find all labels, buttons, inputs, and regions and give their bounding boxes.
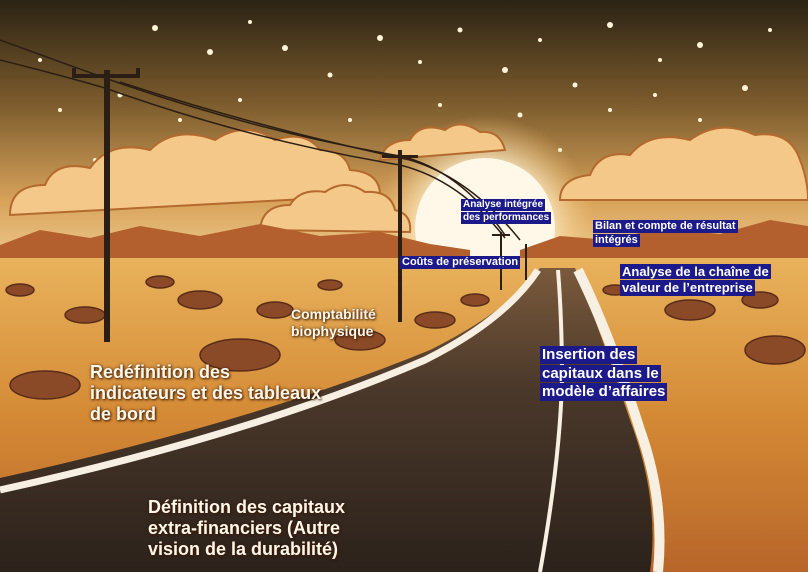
bushes <box>5 275 806 400</box>
label-couts-preservation: Coûts de préservation <box>400 256 521 269</box>
label-redefinition-indicateurs: Redéfinition des indicateurs et des tabl… <box>90 362 322 425</box>
clouds <box>8 123 808 234</box>
label-insertion-capitaux: Insertion des capitaux dans le modèle d’… <box>540 346 668 402</box>
label-analyse-integree: Analyse intégrée des performances <box>461 199 552 224</box>
label-definition-capitaux: Définition des capitaux extra-financiers… <box>148 497 346 560</box>
stars <box>38 20 772 162</box>
label-bilan-compte-resultat: Bilan et compte de résultat intégrés <box>593 220 738 247</box>
label-comptabilite-biophysique: Comptabilité biophysique <box>291 306 376 339</box>
power-lines <box>0 39 521 241</box>
label-analyse-chaine-valeur: Analyse de la chaîne de valeur de l’entr… <box>620 264 771 296</box>
